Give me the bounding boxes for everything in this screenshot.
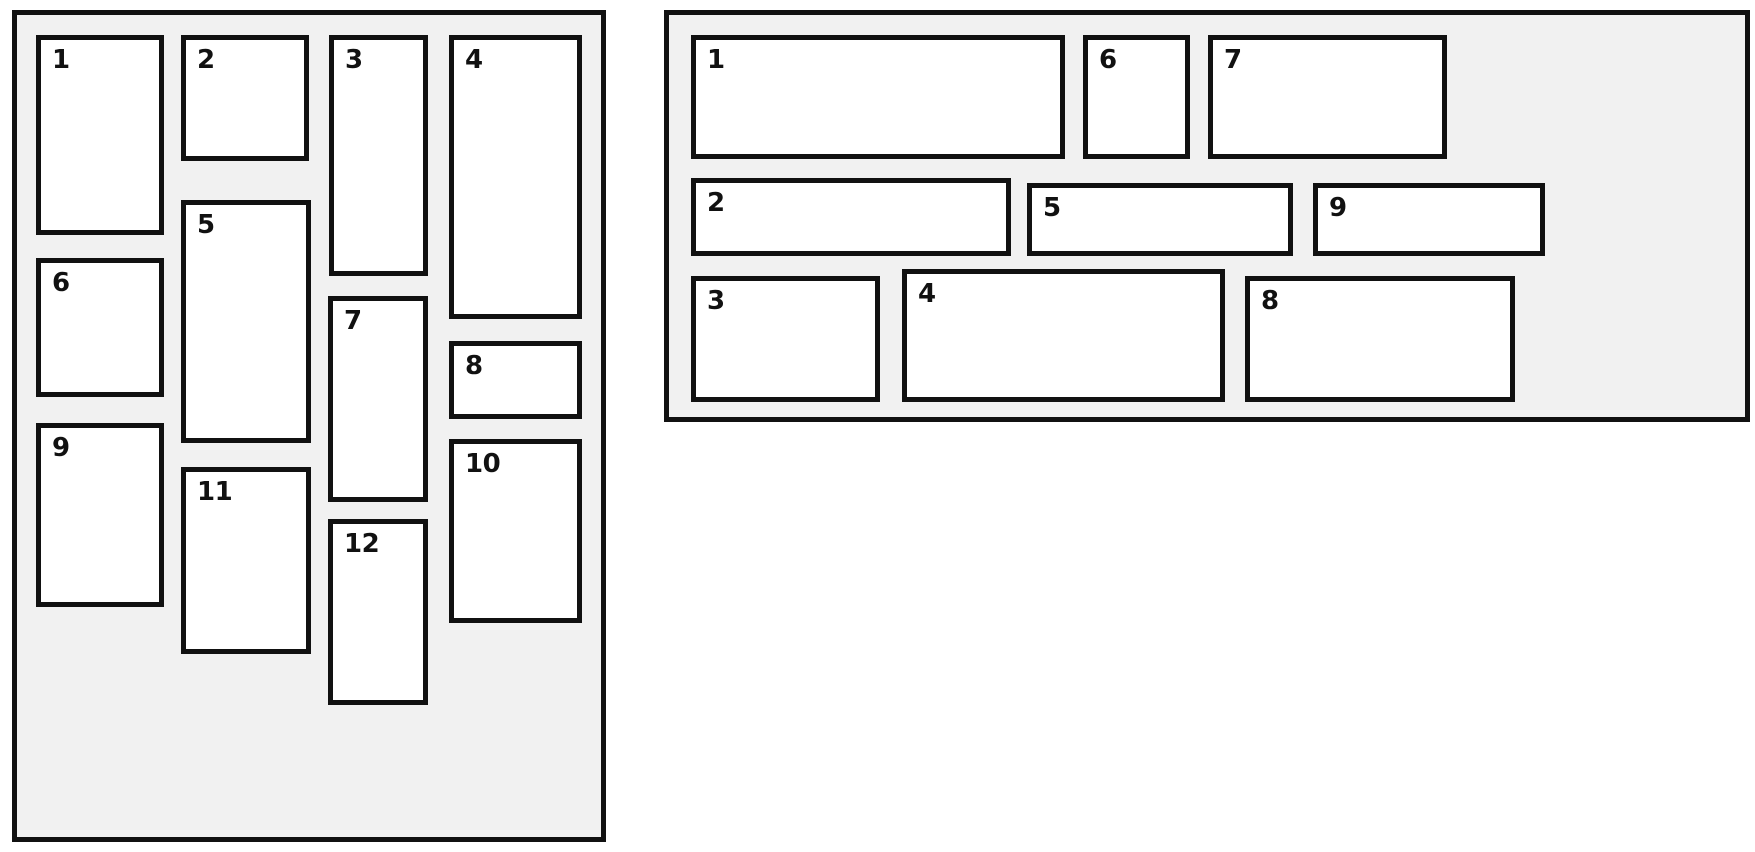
rect-right-panel-1: 1 [691,35,1065,159]
rect-right-panel-4: 4 [902,269,1225,402]
rect-label: 1 [52,45,70,75]
rect-label: 12 [344,529,380,559]
rect-label: 10 [465,449,501,479]
rect-label: 7 [344,306,362,336]
rect-label: 3 [345,45,363,75]
rect-right-panel-3: 3 [691,276,880,402]
rect-label: 7 [1224,45,1242,75]
rect-label: 5 [197,210,215,240]
rect-label: 8 [1261,286,1279,316]
rect-left-panel-1: 1 [36,35,164,235]
right-panel: 1 6 7 2 5 9 3 4 8 [664,10,1750,422]
rect-label: 9 [1329,193,1347,223]
rect-left-panel-8: 8 [449,341,582,419]
rect-label: 2 [197,45,215,75]
rect-left-panel-5: 5 [181,200,311,443]
rect-right-panel-6: 6 [1083,35,1190,159]
rect-left-panel-12: 12 [328,519,428,705]
rect-left-panel-11: 11 [181,467,311,654]
rect-label: 4 [918,279,936,309]
rect-label: 11 [197,477,233,507]
rect-label: 4 [465,45,483,75]
rect-left-panel-9: 9 [36,423,164,607]
rect-label: 5 [1043,193,1061,223]
rect-label: 1 [707,45,725,75]
rect-left-panel-2: 2 [181,35,309,161]
rect-left-panel-7: 7 [328,296,428,502]
rect-right-panel-7: 7 [1208,35,1447,159]
rect-right-panel-2: 2 [691,178,1011,256]
rect-label: 2 [707,188,725,218]
rect-right-panel-5: 5 [1027,183,1293,256]
rect-left-panel-6: 6 [36,258,164,397]
rect-left-panel-3: 3 [329,35,428,276]
rect-right-panel-8: 8 [1245,276,1515,402]
rect-left-panel-10: 10 [449,439,582,623]
rect-label: 9 [52,433,70,463]
rect-label: 6 [52,268,70,298]
rect-label: 8 [465,351,483,381]
rect-label: 3 [707,286,725,316]
rect-right-panel-9: 9 [1313,183,1545,256]
rect-label: 6 [1099,45,1117,75]
rect-left-panel-4: 4 [449,35,582,319]
